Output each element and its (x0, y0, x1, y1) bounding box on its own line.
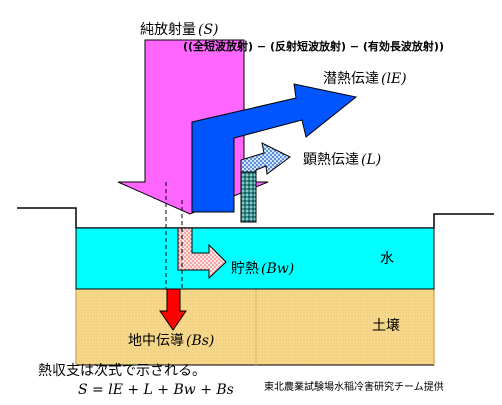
sensible-heat-stem (240, 171, 257, 223)
storage-heat-arrow (177, 227, 227, 280)
credit-text: 東北農業試験場水稲冷害研究チーム提供 (264, 380, 444, 393)
water-layer (75, 227, 435, 290)
net-radiation-label: 純放射量(S) (140, 22, 219, 38)
latent-heat-arrow (191, 83, 358, 213)
ground-heat-arrow (159, 288, 187, 331)
sensible-heat-label: 顕熱伝達(L) (303, 152, 381, 168)
ground-heat-label: 地中伝導(Bs) (128, 333, 214, 349)
water-label: 水 (380, 251, 394, 267)
storage-heat-label: 貯熱(Bw) (231, 261, 294, 277)
soil-layer (75, 288, 435, 366)
net-radiation-formula: ((全短波放射) − (反射短波放射) − (有効長波放射)) (183, 39, 444, 53)
equation-formula: S = lE + L + Bw + Bs (78, 382, 234, 398)
equation-intro: 熱収支は次式で示される。 (38, 363, 206, 379)
latent-heat-label: 潜熱伝達(lE) (323, 71, 407, 87)
soil-label: 土壌 (372, 318, 400, 334)
